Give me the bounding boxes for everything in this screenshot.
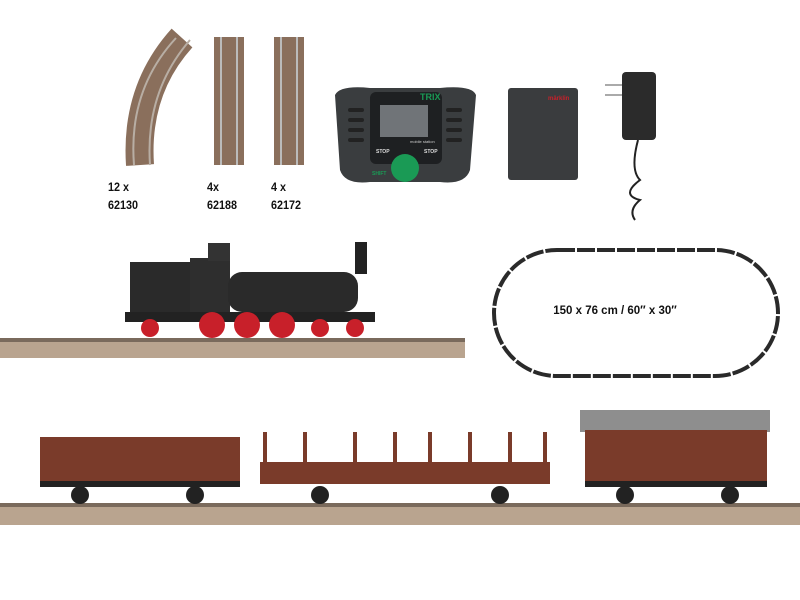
track-part: 62130: [108, 198, 139, 212]
stake-wagon: [260, 432, 550, 504]
straight-track-62188: [214, 37, 244, 165]
stop-button-left: STOP: [376, 149, 390, 155]
controller-brand: TRIX: [420, 92, 441, 102]
track-qty: 12 x: [108, 180, 130, 194]
mobile-station-controller: [335, 87, 476, 183]
power-adapter: [605, 72, 656, 221]
steam-locomotive: [125, 242, 375, 338]
layout-dimensions: 150 x 76 cm / 60″ x 30″: [553, 305, 677, 317]
track-label-62188: 4x 62188: [207, 178, 237, 214]
track-qty: 4 x: [271, 180, 287, 194]
connector-box: [508, 88, 578, 180]
controller-model: mobile station: [410, 139, 435, 144]
shift-button: SHIFT: [372, 171, 387, 177]
open-wagon: [40, 437, 240, 504]
oval-track-layout: [492, 248, 780, 378]
track-bed: [0, 340, 465, 358]
curved-track: [125, 28, 193, 166]
track-label-62130: 12 x 62130: [108, 178, 138, 214]
straight-track-62172: [274, 37, 304, 165]
track-label-62172: 4 x 62172: [271, 178, 301, 214]
track-part: 62172: [271, 198, 302, 212]
track-bed-2: [0, 505, 800, 525]
box-brand-logo: märklin: [548, 96, 570, 102]
track-part: 62188: [207, 198, 238, 212]
covered-wagon: [580, 410, 770, 504]
track-qty: 4x: [207, 180, 220, 194]
stop-button-right: STOP: [424, 149, 438, 155]
